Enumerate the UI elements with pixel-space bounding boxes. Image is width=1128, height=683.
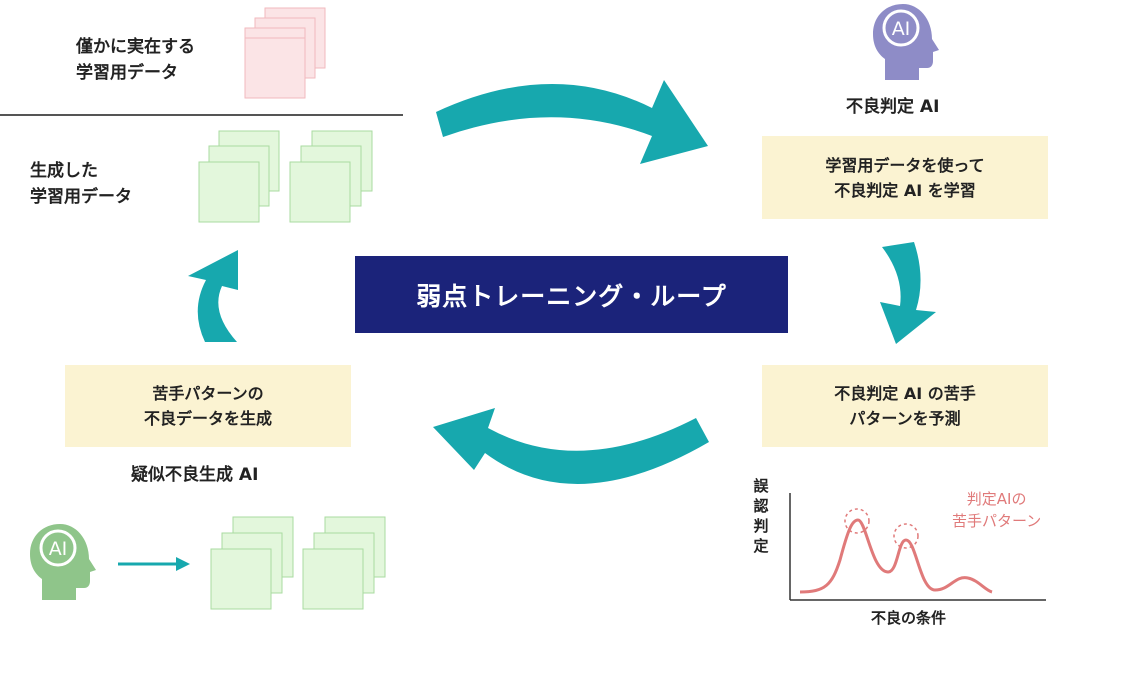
generator-ai-head-icon: AI — [30, 524, 96, 600]
generate-step-box: 苦手パターンの 不良データを生成 — [65, 365, 351, 447]
detector-ai-icon-text: AI — [892, 18, 911, 40]
graph-peak-marker-2 — [893, 523, 919, 549]
generated-data-label: 生成した 学習用データ — [30, 158, 132, 210]
predict-step-line1: 不良判定 AI の苦手 — [834, 384, 976, 403]
graph-xlabel: 不良の条件 — [871, 609, 947, 627]
error-graph — [789, 493, 1046, 601]
generate-step-line2: 不良データを生成 — [143, 409, 272, 428]
generator-output-stack-2 — [302, 516, 386, 610]
train-step-box: 学習用データを使って 不良判定 AI を学習 — [762, 136, 1048, 219]
arrow-bottom-left — [433, 408, 709, 484]
graph-annotation: 判定AIの 苦手パターン — [952, 488, 1041, 532]
generator-ai-icon-text: AI — [49, 538, 68, 560]
generator-ai-label: 疑似不良生成 AI — [131, 465, 259, 485]
graph-ylabel: 誤認判定 — [753, 477, 769, 555]
loop-title: 弱点トレーニング・ループ — [355, 256, 788, 333]
generated-data-label-line1: 生成した — [30, 161, 98, 181]
generator-output-arrow — [118, 557, 190, 571]
generated-data-stack-1 — [198, 130, 280, 223]
real-data-label: 僅かに実在する 学習用データ — [76, 34, 195, 86]
graph-annotation-line1: 判定AIの — [966, 490, 1027, 508]
generated-data-stack-2 — [289, 130, 373, 223]
predict-step-line2: パターンを予測 — [849, 409, 961, 428]
generate-step-line1: 苦手パターンの — [152, 384, 264, 403]
real-data-label-line2: 学習用データ — [76, 63, 178, 83]
graph-annotation-line2: 苦手パターン — [952, 512, 1042, 530]
graph-peak-marker-1 — [844, 508, 870, 534]
train-step-line2: 不良判定 AI を学習 — [834, 180, 976, 200]
arrow-top-right — [436, 80, 708, 164]
real-data-label-line1: 僅かに実在する — [76, 37, 195, 57]
generated-data-label-line2: 学習用データ — [30, 187, 132, 207]
real-data-stack — [244, 7, 326, 99]
arrow-left-up — [188, 250, 238, 342]
divider-line — [0, 114, 403, 116]
detector-ai-head-icon: AI — [873, 4, 939, 80]
train-step-line1: 学習用データを使って — [825, 155, 985, 175]
generator-output-stack-1 — [210, 516, 294, 610]
predict-step-box: 不良判定 AI の苦手 パターンを予測 — [762, 365, 1048, 447]
detector-ai-label: 不良判定 AI — [846, 97, 940, 117]
arrow-right-down — [880, 242, 936, 344]
graph-curve — [799, 518, 993, 594]
